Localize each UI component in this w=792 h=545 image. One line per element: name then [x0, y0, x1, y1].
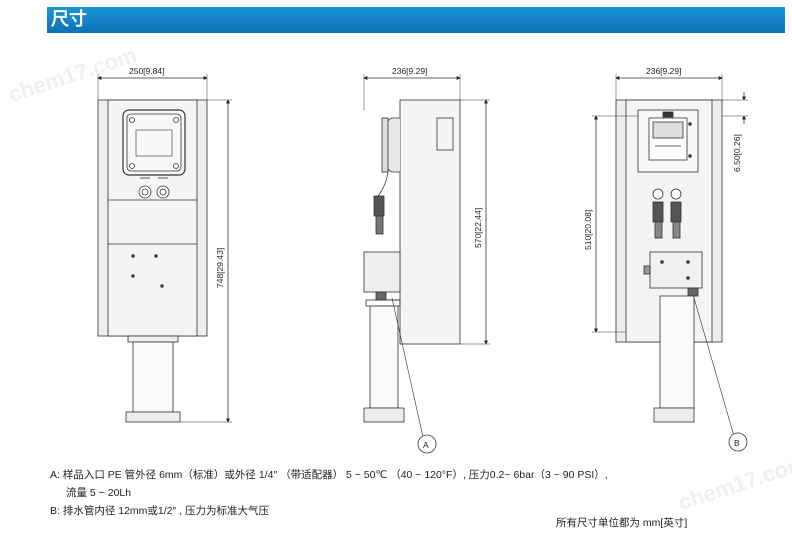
note-a-line2: 流量 5 ~ 20Lh: [66, 487, 132, 499]
back-height-label: 510[20.08]: [583, 210, 593, 250]
front-height-label: 748[29.43]: [215, 248, 225, 288]
front-view: [97, 74, 232, 423]
side-width-label: 236[9.29]: [392, 66, 427, 76]
note-b: B: 排水管内径 12mm或1/2″ , 压力为标准大气压: [50, 505, 269, 517]
callout-a: A: [423, 440, 429, 450]
side-view: [363, 74, 490, 454]
side-height-label: 570[22.44]: [473, 208, 483, 248]
back-view: [592, 74, 748, 452]
units-note: 所有尺寸单位都为 mm[英寸]: [556, 517, 688, 529]
section-title: 尺寸: [51, 9, 87, 30]
back-width-label: 236[9.29]: [646, 66, 681, 76]
note-a-line1: A: 样品入口 PE 管外径 6mm（标准）或外径 1/4″ （带适配器） 5 …: [50, 469, 608, 481]
section-header: 尺寸: [47, 7, 785, 33]
back-offset-label: 6.50[0.26]: [732, 134, 742, 172]
callout-b: B: [734, 438, 740, 448]
front-width-label: 250[9.84]: [129, 66, 164, 76]
